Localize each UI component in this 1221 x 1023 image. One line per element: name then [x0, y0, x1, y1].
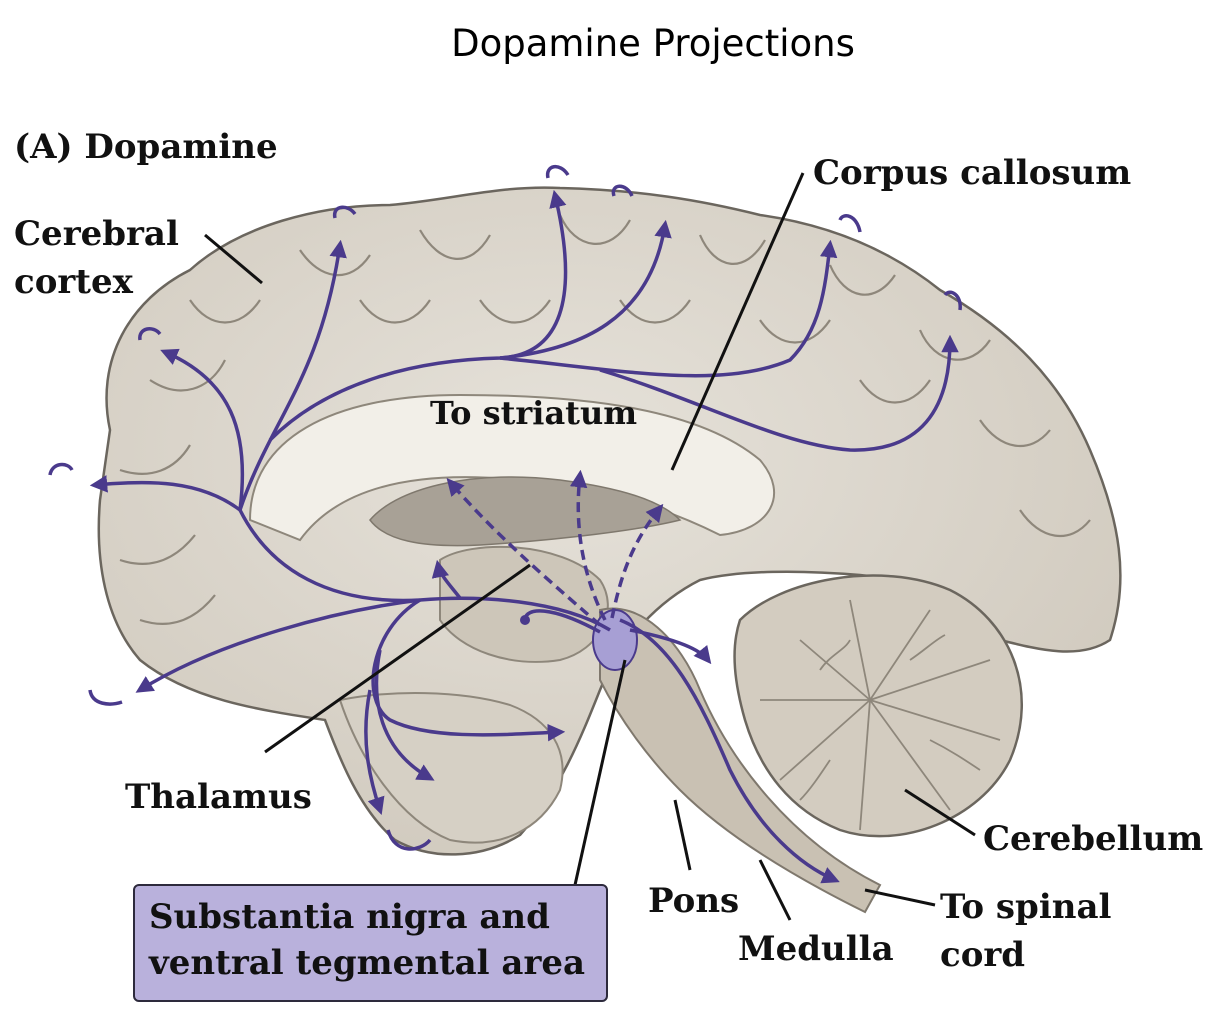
box-label-line1: Substantia nigra and [149, 897, 550, 937]
pathway-temporal-2 [374, 649, 435, 781]
brainstem-shape [599, 607, 882, 914]
pathway-spinal [619, 618, 840, 884]
pathway-thalamic [431, 559, 462, 600]
pathway-septal [523, 609, 601, 634]
leader-lines [204, 172, 976, 921]
pathway-orbital [135, 598, 421, 693]
pathway-striatum-2 [569, 469, 607, 621]
pathway-striatum-3 [610, 503, 664, 619]
substantia-nigra-label-box: Substantia nigra and ventral tegmental a… [133, 884, 608, 1002]
leader-substantia [573, 659, 627, 886]
panel-label: (A) Dopamine [14, 127, 278, 167]
label-medulla: Medulla [738, 929, 894, 969]
pathway-septal-end [520, 615, 530, 625]
label-to-spinal-cord-line1: To spinal [940, 887, 1111, 927]
pathway-occipital [599, 334, 959, 452]
pathway-frontal-2 [160, 348, 245, 511]
pathway-striatum-1 [446, 478, 602, 627]
label-corpus-callosum: Corpus callosum [813, 153, 1131, 193]
pathway-cingulate-2 [499, 219, 672, 360]
cerebellum-shape [733, 574, 1024, 838]
pathway-parietal [499, 239, 838, 378]
leader-cerebellum [904, 788, 976, 837]
leader-corpus-callosum [670, 172, 805, 471]
label-to-striatum: To striatum [430, 394, 637, 432]
pathway-temporal-3 [364, 689, 385, 815]
label-cerebral-cortex-line2: cortex [14, 262, 134, 302]
pathway-frontal-3 [238, 239, 347, 511]
pathway-frontal-1 [89, 475, 242, 512]
dopamine-pathways [48, 165, 962, 884]
page-title: Dopamine Projections [451, 22, 855, 65]
leader-pons [673, 799, 692, 871]
pathway-origin [592, 609, 638, 671]
leader-spinal-cord [864, 888, 936, 907]
box-label-line2: ventral tegmental area [149, 943, 586, 983]
leader-cerebral-cortex [204, 233, 263, 285]
leader-thalamus [264, 563, 531, 754]
label-cerebellum: Cerebellum [983, 819, 1203, 859]
temporal-lobe-shape [338, 692, 564, 844]
label-to-spinal-cord-line2: cord [940, 935, 1025, 975]
leader-medulla [758, 859, 792, 921]
cortex-folds [119, 214, 1091, 625]
label-thalamus: Thalamus [125, 777, 312, 817]
pathway-temporal-1 [371, 598, 566, 742]
pathway-cingulate [268, 189, 568, 442]
label-cerebral-cortex-line1: Cerebral [14, 214, 179, 254]
label-pons: Pons [648, 881, 739, 921]
